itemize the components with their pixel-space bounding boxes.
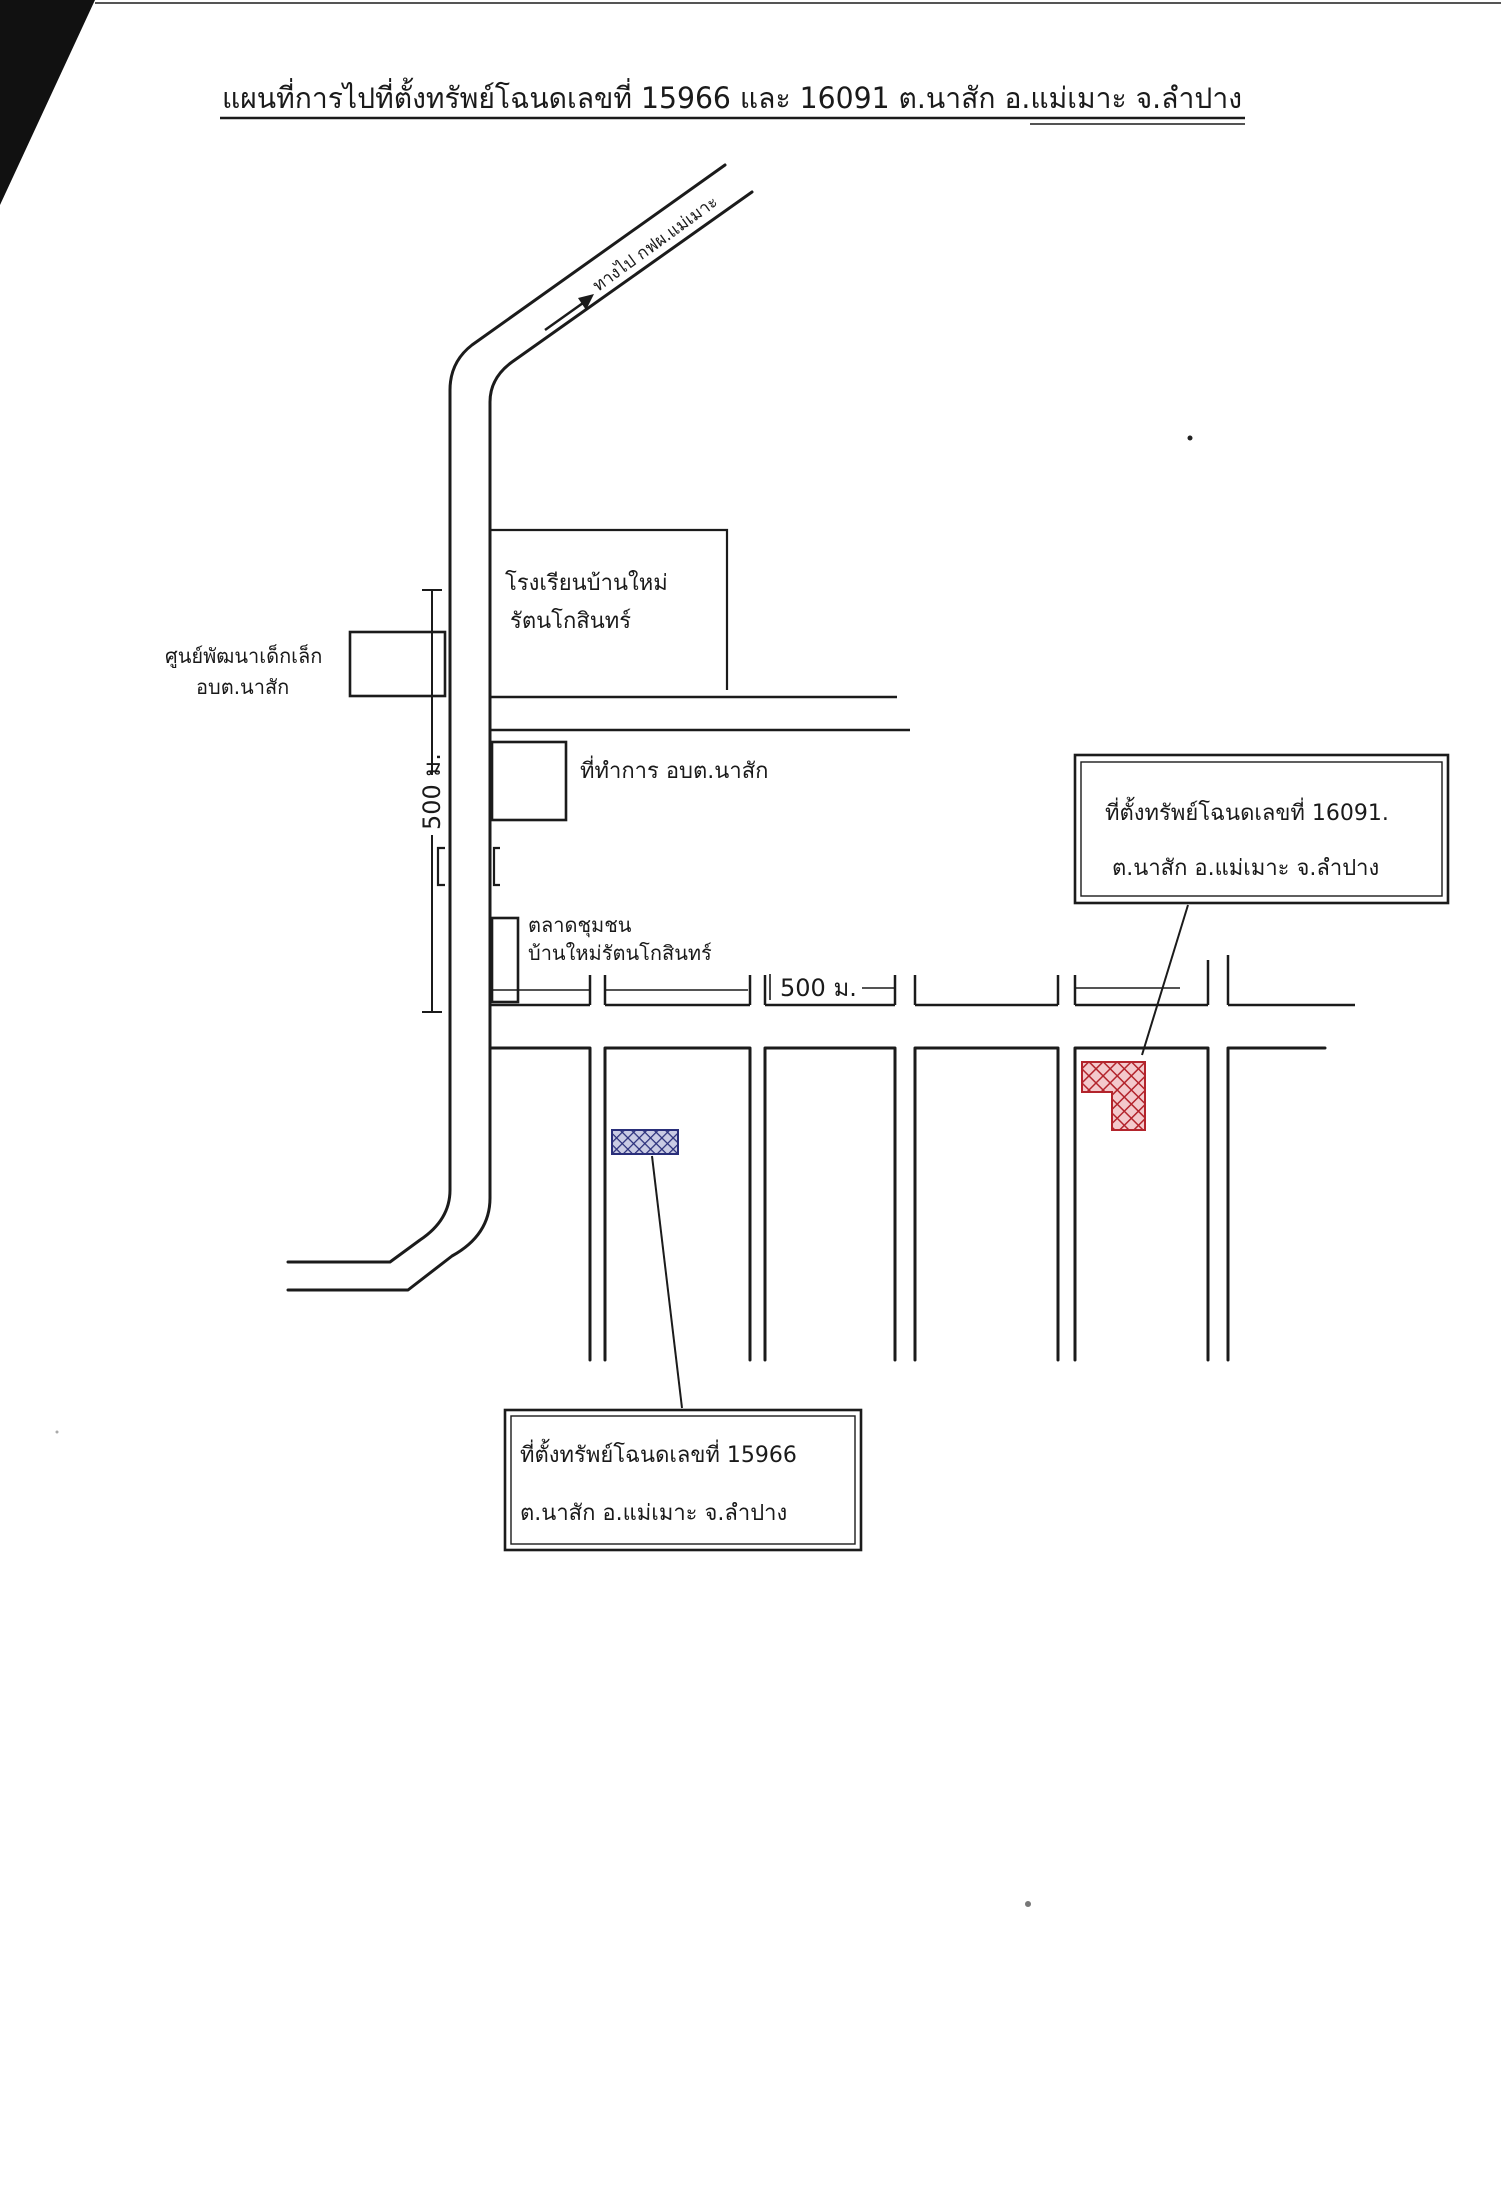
parcel-15966-callout-box [503, 1408, 863, 1552]
school-label-line1: โรงเรียนบ้านใหม่ [505, 570, 668, 596]
parcel-16091-leader [1141, 904, 1189, 1056]
horizontal-dimension [490, 974, 1180, 1000]
school-label-line2: รัตนโกสินทร์ [510, 608, 631, 634]
parcel-15966-callout-box-inner [510, 1415, 856, 1545]
market-label-line1: ตลาดชุมชน [528, 913, 632, 938]
parcel-15966-label-line1: ที่ตั้งทรัพย์โฉนดเลขที่ 15966 [520, 1439, 797, 1468]
direction-arrow-icon [544, 294, 594, 332]
main-road-west-edge [286, 163, 727, 1264]
office-building [490, 740, 568, 822]
child-center-label-line1: ศูนย์พัฒนาเด็กเล็ก [165, 643, 322, 669]
bracket-mark-left [436, 846, 445, 887]
child-center-label-line2: อบต.นาสัก [196, 675, 289, 699]
southern-blocks [488, 1046, 1327, 1362]
main-road-east-edge [286, 190, 754, 1292]
road-direction-label: ทางไป กฟผ.แม่เมาะ [589, 191, 722, 296]
child-center-building [348, 630, 447, 698]
parcel-15966-label-line2: ต.นาสัก อ.แม่เมาะ จ.ลำปาง [520, 1501, 787, 1526]
office-label: ที่ทำการ อบต.นาสัก [580, 755, 768, 784]
parcel-16091-callout-box [1073, 753, 1450, 905]
parcel-16091-label-line1: ที่ตั้งทรัพย์โฉนดเลขที่ 16091. [1105, 797, 1389, 826]
market-label-line2: บ้านใหม่รัตนโกสินทร์ [528, 941, 712, 965]
market-building [490, 916, 520, 1004]
vertical-distance-label: 500 ม. [418, 753, 446, 830]
scan-speck [55, 1430, 59, 1434]
parcel-15966-leader [651, 1155, 683, 1409]
lower-road [490, 955, 1355, 1007]
bracket-mark-right [492, 846, 500, 887]
parcel-16091-marker [1081, 1061, 1146, 1131]
school-block-outline [490, 528, 729, 690]
map-title: แผนที่การไปที่ตั้งทรัพย์โฉนดเลขที่ 15966… [222, 77, 1242, 115]
vertical-dimension [422, 589, 442, 1013]
horizontal-distance-label: 500 ม. [780, 974, 857, 1002]
scan-corner-shadow [0, 0, 95, 205]
scan-speck [1187, 435, 1193, 441]
parcel-16091-callout-box-inner [1080, 761, 1443, 897]
parcel-15966-marker [611, 1129, 679, 1155]
parcel-16091-label-line2: ต.นาสัก อ.แม่เมาะ จ.ลำปาง [1112, 856, 1379, 881]
scan-speck [1025, 1901, 1031, 1907]
